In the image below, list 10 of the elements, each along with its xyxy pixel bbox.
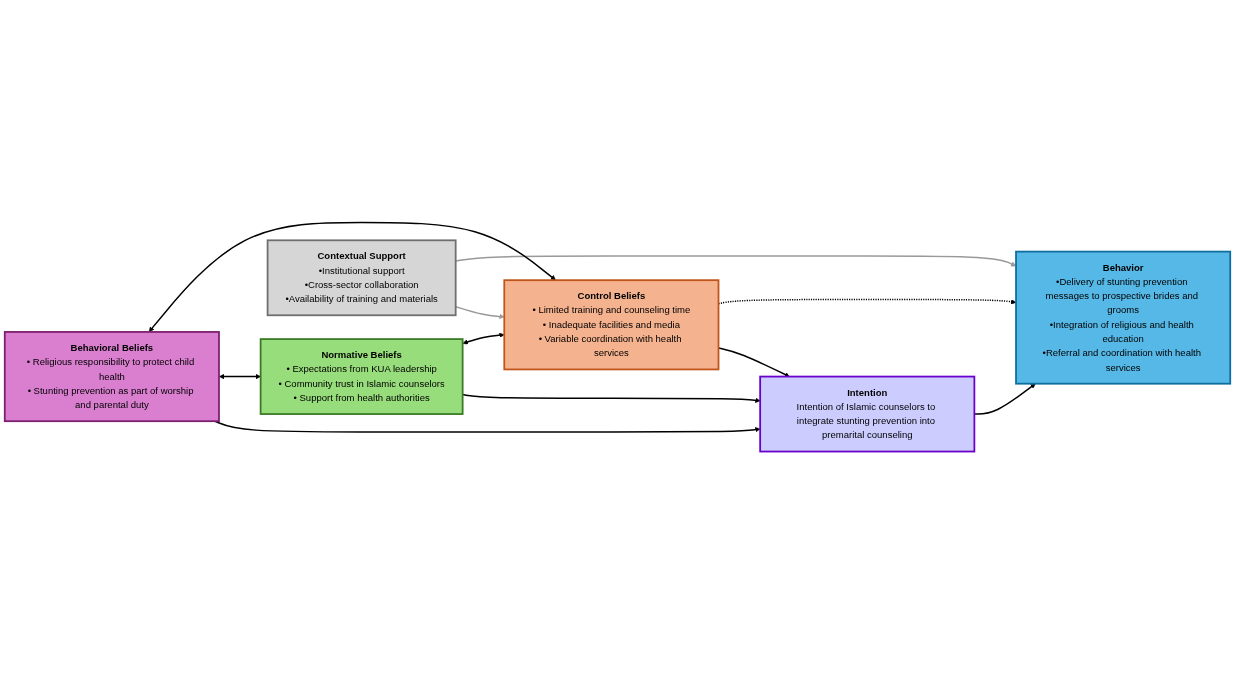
node-box: Behavior •Delivery of stunting prevention messages to prospective brides and grooms •Integration of religious and health education •Referral and coordination with health services (1015, 250, 1232, 385)
arrow (462, 332, 505, 345)
node-box: Behavioral Beliefs • Religious responsibility to protect child health • Stunting prevention as part of worship and parental duty (3, 331, 220, 423)
arrow (219, 373, 261, 380)
node-box: Intention Intention of Islamic counselors to integrate stunting prevention into premarital counseling (759, 375, 976, 453)
node-box: Normative Beliefs • Expectations from KUA leadership • Community trust in Islamic counselors • Support from health authorities (259, 338, 464, 415)
arrow (214, 420, 761, 433)
node-box: Control Beliefs • Limited training and counseling time • Inadequate facilities and media • Variable coordination with health services (503, 279, 720, 371)
arrow (148, 221, 556, 332)
node-box: Contextual Support •Institutional support •Cross-sector collaboration •Availability of training and materials (266, 239, 457, 317)
